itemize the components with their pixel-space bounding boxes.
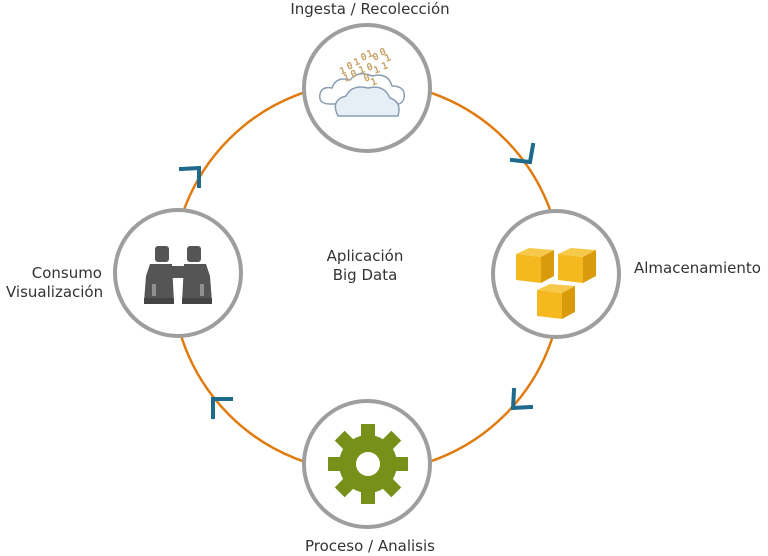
center-title: Aplicación Big Data [300,247,430,285]
binary-digit: 1 [357,64,366,76]
binary-digit: 1 [380,60,389,72]
node-storage [491,209,621,339]
binary-digit: 1 [369,76,378,88]
stage-label-ingest: Ingesta / Recolección [290,0,450,18]
binary-digit: 1 [365,48,374,60]
center-title-line1: Aplicación [326,247,404,265]
binary-digit: 1 [372,64,381,76]
binary-digit: 0 [371,51,380,63]
arrow-top-left [178,165,201,188]
stage-label-storage: Almacenamiento [634,259,761,277]
arrow-bottom-right [510,387,534,411]
binary-digit: 1 [383,52,392,64]
node-consume [113,208,243,338]
binoculars-icon [144,246,212,304]
center-title-line2: Big Data [332,266,398,284]
binary-digit: 0 [349,68,358,80]
node-process [302,399,432,529]
binary-digit: 1 [338,65,347,77]
binary-digit: 0 [345,60,354,72]
arrow-top-right [509,142,536,165]
stage-label-consume-line2: Visualización [6,283,104,301]
binary-digit: 0 [365,61,374,73]
binary-digit: 0 [362,72,371,84]
binary-digit: 1 [352,56,361,68]
arrow-bottom-left [211,397,233,419]
stage-label-consume: Consumo Visualización [6,264,104,302]
binary-digit: 0 [359,51,368,63]
stage-label-process: Proceso / Analisis [305,537,435,555]
stage-label-consume-line1: Consumo [31,264,102,282]
cubes-icon [516,248,596,319]
gear-icon [328,424,408,504]
binary-digit: 0 [378,46,387,58]
binary-digit: 1 [342,72,351,84]
